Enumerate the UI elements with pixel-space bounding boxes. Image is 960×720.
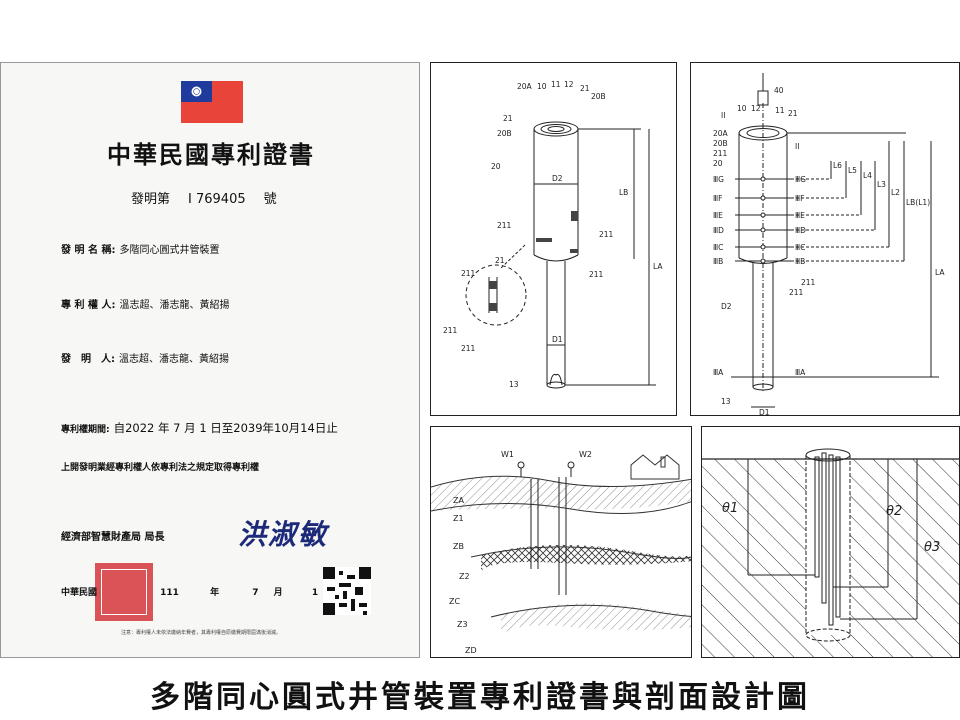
- page-caption: 多階同心圓式井管裝置專利證書與剖面設計圖: [150, 680, 810, 715]
- patent-period: 專利權期間:自2022 年 7 月 1 日至2039年10月14日止: [61, 421, 338, 435]
- fig1-label: 20: [491, 162, 501, 171]
- figure-well-pipe-perspective: 20A 10 11 12 21 20B 21 20B 20 D2 LB 211 …: [430, 62, 677, 416]
- fig2-label: ⅢC: [713, 243, 723, 252]
- fig1-label: 12: [564, 80, 574, 89]
- fig1-label: 211: [599, 230, 614, 239]
- fig1-label: 211: [443, 326, 458, 335]
- fig1-label: 20B: [591, 92, 606, 101]
- fig1-label: 211: [461, 269, 476, 278]
- fig2-label: D2: [721, 302, 732, 311]
- fig4-label: θ3: [924, 540, 940, 555]
- figure4-drawing: θ1 θ2 θ3: [702, 448, 959, 657]
- fig2-label: 12: [751, 104, 761, 113]
- fig1-label: 13: [509, 380, 519, 389]
- fig3-label: W1: [501, 450, 514, 459]
- fig3-label: ZD: [465, 646, 477, 655]
- fig2-label: 20B: [713, 139, 728, 148]
- fig2-label: 11: [775, 106, 785, 115]
- fig3-label: ZA: [453, 496, 464, 505]
- fig3-label: W2: [579, 450, 592, 459]
- patentee-row: 專 利 權 人:溫志超、潘志龍、黃紹揚: [61, 300, 230, 311]
- invention-name-row: 發 明 名 稱:多階同心圓式井管裝置: [61, 245, 220, 256]
- fig2-label: 20: [713, 159, 723, 168]
- statement-text: 上開發明業經專利權人依專利法之規定取得專利權: [61, 463, 260, 473]
- fig2-label: L6: [833, 161, 842, 170]
- figure1-drawing: 20A 10 11 12 21 20B 21 20B 20 D2 LB 211 …: [443, 80, 663, 389]
- issue-date: 中華民國 111 年 7 月 1 日: [61, 588, 352, 598]
- fig2-label: 13: [721, 397, 731, 406]
- fig2-label: ⅢA: [795, 368, 806, 377]
- fig3-label: ZB: [453, 542, 464, 551]
- official-seal: [95, 563, 153, 621]
- fig2-label: ⅢD: [795, 226, 806, 235]
- fig2-label: 20A: [713, 129, 729, 138]
- figure-angle-section: θ1 θ2 θ3: [701, 426, 960, 658]
- fig1-label: 11: [551, 80, 561, 89]
- fig2-label: ⅢD: [713, 226, 724, 235]
- fig1-label: LB: [619, 188, 628, 197]
- fig2-label: LA: [935, 268, 945, 277]
- fig2-label: II: [795, 142, 799, 151]
- director-signature: 洪淑敏: [238, 518, 329, 551]
- fig3-label: Z3: [457, 620, 468, 629]
- fig2-label: ⅢE: [713, 211, 723, 220]
- fig2-label: ⅢG: [713, 175, 724, 184]
- fig4-label: θ1: [722, 501, 738, 516]
- fig1-label: 20B: [497, 129, 512, 138]
- fig2-label: 211: [789, 288, 804, 297]
- fig1-label: D2: [552, 174, 563, 183]
- fig2-label: LB(L1): [906, 198, 930, 207]
- fig2-label: ⅢF: [795, 194, 805, 203]
- department-title: 經濟部智慧財產局 局長: [61, 532, 165, 543]
- fig1-label: 211: [497, 221, 512, 230]
- fig2-label: ⅢB: [713, 257, 723, 266]
- figure-dimension-drawing: 40 II 10 12 11 21 20A 20B 211 20 II L6 L…: [690, 62, 960, 416]
- fig2-label: ⅢE: [795, 211, 805, 220]
- fig2-label: 211: [713, 149, 728, 158]
- fig1-label: 10: [537, 82, 547, 91]
- fig2-label: L2: [891, 188, 900, 197]
- fig2-label: 10: [737, 104, 747, 113]
- fig2-label: L4: [863, 171, 872, 180]
- qr-code-icon: [323, 567, 371, 615]
- fig2-label: ⅢG: [795, 175, 806, 184]
- certificate-title: 中華民國專利證書: [107, 140, 315, 169]
- fig3-label: ZC: [449, 597, 460, 606]
- fig1-label: 20A: [517, 82, 533, 91]
- fig2-label: D1: [759, 408, 770, 416]
- fig1-label: LA: [653, 262, 663, 271]
- fig4-label: θ2: [886, 504, 902, 519]
- fig1-label: 211: [589, 270, 604, 279]
- fig1-label: 21: [503, 114, 513, 123]
- fig2-label: II: [721, 111, 725, 120]
- fig3-label: Z1: [453, 514, 464, 523]
- fig2-label: ⅢA: [713, 368, 724, 377]
- fig2-label: ⅢC: [795, 243, 805, 252]
- figure2-drawing: 40 II 10 12 11 21 20A 20B 211 20 II L6 L…: [713, 73, 945, 416]
- figure3-drawing: W1 W2 ZA Z1 ZB Z2 ZC Z3 ZD: [431, 450, 691, 655]
- figure-geological-section: W1 W2 ZA Z1 ZB Z2 ZC Z3 ZD: [430, 426, 692, 658]
- fig2-label: L3: [877, 180, 886, 189]
- footnote: 注意：專利權人未依法繳納年費者，其專利權自原繳費期限屆滿後消滅。: [121, 630, 282, 636]
- fig1-label: 21: [495, 256, 505, 265]
- fig1-label: 211: [461, 344, 476, 353]
- flag-icon: [181, 81, 243, 123]
- fig2-label: 21: [788, 109, 798, 118]
- fig1-label: 21: [580, 84, 590, 93]
- fig1-label: D1: [552, 335, 563, 344]
- fig2-label: 40: [774, 86, 784, 95]
- inventor-row: 發 明 人:溫志超、潘志龍、黃紹揚: [61, 354, 229, 365]
- fig3-label: Z2: [459, 572, 470, 581]
- fig2-label: ⅢF: [713, 194, 723, 203]
- fig2-label: L5: [848, 166, 857, 175]
- fig2-label: ⅢB: [795, 257, 805, 266]
- fig2-label: 211: [801, 278, 816, 287]
